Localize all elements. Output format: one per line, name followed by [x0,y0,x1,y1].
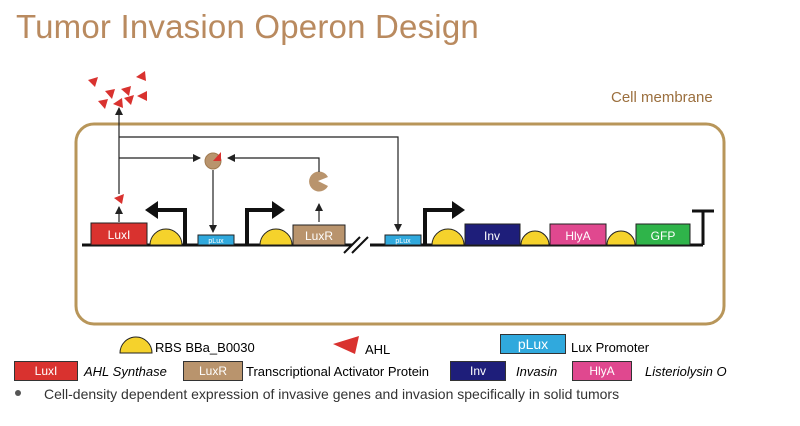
legend-luxr-box: LuxR [183,361,243,381]
promoter-forward-arrow-1 [245,208,272,245]
hlya-gene-label: HlyA [565,229,590,243]
line-luxr-to-complex [227,154,320,172]
promoter-forward-arrow-2 [423,208,452,245]
legend-hlya-desc: Listeriolysin O [645,364,727,379]
page-title: Tumor Invasion Operon Design [16,8,479,45]
legend-plux-box: pLux [500,334,566,354]
cell-membrane-label: Cell membrane [611,89,713,106]
ahl-produced [114,194,124,204]
luxr-gene-label: LuxR [305,229,333,243]
legend-inv-box: Inv [450,361,506,381]
promoter-forward-arrowhead-1 [272,201,285,219]
gfp-gene-label: GFP [651,229,676,243]
legend-hlya-box: HlyA [572,361,632,381]
rbs-1 [149,228,183,246]
hlya-gene [549,223,607,246]
cell-membrane [74,122,726,326]
promoter-reverse-arrowhead [145,201,158,219]
luxr-gene [292,224,346,246]
plux-2 [384,234,422,246]
backbone-break-2 [351,236,369,254]
legend-ahl-label: AHL [365,342,391,357]
legend-ahl-icon [333,336,359,354]
inv-gene-label: Inv [484,229,500,243]
legend-luxi-desc: AHL Synthase [84,364,167,379]
plux-1 [197,234,235,246]
luxr-protein [309,171,328,192]
legend-luxi-box: LuxI [14,361,78,381]
bullet-text: Cell-density dependent expression of inv… [44,386,620,402]
legend-inv-desc: Invasin [516,364,558,379]
backbone-break-1 [343,236,361,254]
rbs-2 [259,228,293,246]
plux-2-label: pLux [395,238,411,245]
promoter-reverse-arrow [158,208,187,245]
promoter-forward-arrowhead-2 [452,201,465,219]
legend-rbs-icon [119,336,153,354]
legend-luxr-desc: Transcriptional Activator Protein [246,364,430,379]
complex-ahl-wedge [213,152,221,161]
inv-gene [464,223,521,246]
legend-rbs-label: RBS BBa_B0030 [155,340,255,355]
rbs-4 [520,230,550,246]
ahl-cluster-outside [88,71,147,109]
luxi-gene [90,222,148,246]
arrow-complex-to-plux-2 [119,136,402,232]
plux-1-label: pLux [208,238,224,245]
luxi-gene-label: LuxI [108,228,131,242]
gfp-gene [635,223,691,246]
bullet-dot [15,390,21,396]
rbs-3 [431,228,465,246]
legend-plux-desc: Lux Promoter [571,340,650,355]
rbs-5 [606,230,636,246]
